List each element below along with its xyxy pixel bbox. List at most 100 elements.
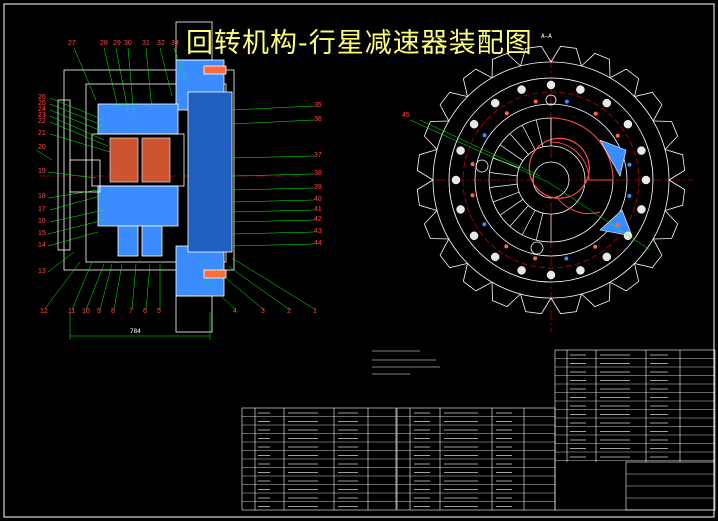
callout-top-6: 33 — [171, 40, 179, 47]
callout-left-6: 20 — [38, 144, 46, 151]
callout-bottom-10: 2 — [287, 308, 291, 315]
leader-lines-right — [409, 119, 651, 251]
bolt-hole — [637, 205, 646, 214]
bolt-hole — [469, 119, 479, 129]
spoke — [509, 133, 529, 155]
spoke — [509, 205, 529, 227]
callout-left-2: 24 — [38, 106, 46, 113]
bolt-hole — [602, 98, 612, 108]
spoke — [499, 144, 524, 161]
callout-top-3: 30 — [124, 40, 132, 47]
spoke — [492, 191, 520, 203]
spoke — [489, 183, 518, 188]
bolt-hole — [451, 175, 461, 185]
bolt-circle — [451, 80, 651, 280]
sprocket-tooth — [462, 68, 493, 97]
sprocket-view — [432, 58, 694, 332]
sprocket-tooth — [520, 293, 552, 315]
sprocket-tooth — [609, 68, 640, 97]
callout-bottom-0: 12 — [40, 308, 48, 315]
sprocket-tooth — [520, 45, 552, 67]
spoke — [535, 212, 544, 241]
dimension-text: 784 — [130, 328, 141, 335]
section-mark: A—A — [541, 33, 552, 40]
pin-hole — [627, 162, 632, 167]
pin-hole — [615, 133, 620, 138]
callout-left-9: 17 — [38, 206, 46, 213]
callout-bottom-4: 8 — [111, 308, 115, 315]
callout-bottom-1: 11 — [68, 308, 76, 315]
callout-bottom-5: 7 — [129, 308, 133, 315]
sprocket-tooth — [491, 282, 521, 308]
callout-left-0: 26 — [38, 94, 46, 101]
sprocket-tooth — [439, 238, 468, 269]
sprocket-tooth — [416, 149, 438, 181]
bolt-hole — [602, 252, 612, 262]
bolt-hole — [641, 175, 651, 185]
callout-right-3: 38 — [314, 170, 322, 177]
callout-top-4: 31 — [142, 40, 150, 47]
bolt-hole — [623, 231, 633, 241]
spoke — [521, 209, 536, 236]
bolt-hole — [576, 85, 585, 94]
bolt-hole — [490, 252, 500, 262]
callout-right-2: 37 — [314, 152, 322, 159]
callout-right-7: 42 — [314, 216, 322, 223]
pin-hole — [615, 222, 620, 227]
table-rows — [242, 358, 715, 502]
callout-left-13: 13 — [38, 268, 46, 275]
callout-left-3: 23 — [38, 112, 46, 119]
sprocket-tooth — [462, 263, 493, 292]
pin-hole — [533, 99, 538, 104]
callout-right-8: 43 — [314, 228, 322, 235]
callout-right-6: 41 — [314, 206, 322, 213]
callout-left-8: 18 — [38, 193, 46, 200]
pin-hole — [627, 193, 632, 198]
carrier-spokes — [489, 118, 552, 242]
sprocket-tooth — [581, 52, 611, 78]
sprocket-tooth — [550, 45, 582, 67]
spoke — [489, 172, 518, 177]
callout-45: 45 — [402, 112, 410, 119]
callout-left-4: 22 — [38, 118, 46, 125]
bolt-hole — [456, 205, 465, 214]
callout-top-2: 29 — [113, 40, 121, 47]
callout-left-10: 16 — [38, 218, 46, 225]
technical-notes — [372, 350, 440, 375]
callout-left-5: 21 — [38, 130, 46, 137]
pin-hole — [564, 99, 569, 104]
bolt-hole — [546, 80, 556, 90]
sprocket-tooth — [423, 120, 449, 150]
pin-hole — [470, 162, 475, 167]
sprocket-tooth — [653, 120, 679, 150]
callout-top-0: 27 — [68, 40, 76, 47]
bolt-hole — [517, 266, 526, 275]
pin-hole — [482, 133, 487, 138]
bolt-hole — [456, 146, 465, 155]
callout-bottom-6: 6 — [143, 308, 147, 315]
bolt-hole — [637, 146, 646, 155]
sprocket-tooth — [423, 210, 449, 240]
leader-lines-left — [43, 47, 317, 311]
spoke — [499, 199, 524, 216]
sprocket-teeth — [416, 45, 686, 315]
sprocket-tooth — [664, 149, 686, 181]
bolt-hole — [490, 98, 500, 108]
callout-left-11: 15 — [38, 230, 46, 237]
sprocket-tooth — [581, 282, 611, 308]
pin-hole — [482, 222, 487, 227]
pin-hole — [564, 256, 569, 261]
bolt-hole — [576, 266, 585, 275]
callout-right-4: 39 — [314, 184, 322, 191]
callout-top-5: 32 — [157, 40, 165, 47]
callout-right-0: 35 — [314, 102, 322, 109]
bolt-hole — [517, 85, 526, 94]
bolt-hole — [546, 270, 556, 280]
callout-bottom-7: 5 — [157, 308, 161, 315]
callout-bottom-2: 10 — [82, 308, 90, 315]
callout-top-1: 28 — [100, 40, 108, 47]
callout-bottom-3: 9 — [97, 308, 101, 315]
callout-right-9: 44 — [314, 240, 322, 247]
spoke — [521, 124, 536, 151]
